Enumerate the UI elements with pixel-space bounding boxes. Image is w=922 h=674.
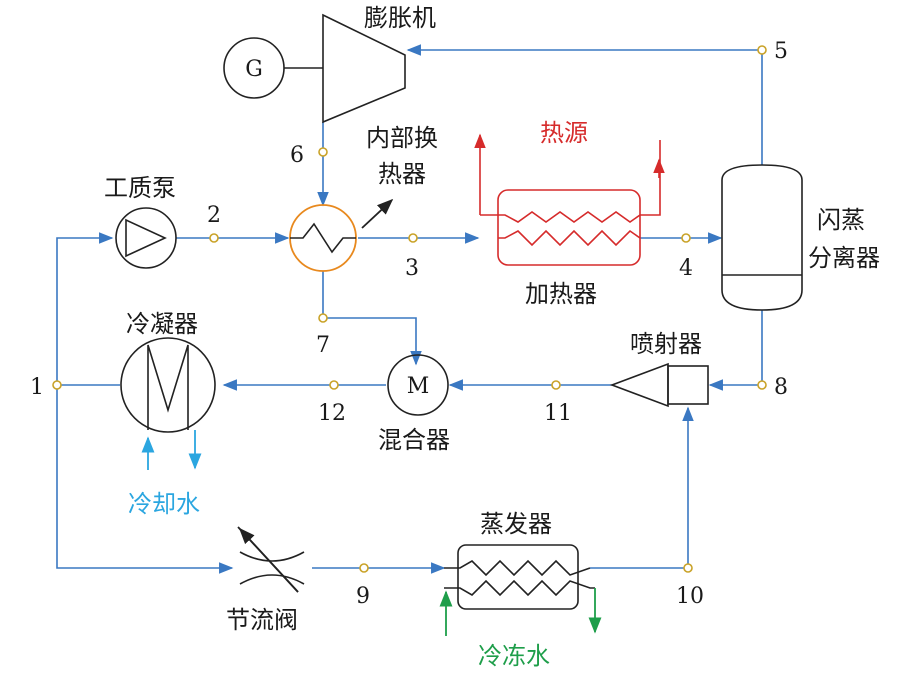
state-label-2: 2 (207, 203, 221, 228)
node-1 (52, 380, 62, 390)
throttle-label: 节流阀 (226, 606, 298, 634)
expander-icon (322, 13, 406, 124)
heater-icon (474, 133, 665, 266)
pipe-10-to-ejector (590, 406, 694, 569)
generator-icon: G (223, 37, 323, 99)
state-label-12: 12 (318, 401, 346, 426)
pipe-5-to-expander (406, 44, 763, 165)
mixer-label: 混合器 (378, 426, 450, 454)
ihx-label-line1: 内部换 (366, 124, 438, 152)
state-label-5: 5 (774, 39, 788, 64)
node-9 (359, 563, 369, 573)
node-7 (318, 313, 328, 323)
pump-label: 工质泵 (104, 174, 176, 202)
pipe-8-to-ejector (708, 310, 763, 391)
state-label-11: 11 (544, 401, 572, 426)
throttle-valve-icon (237, 526, 305, 593)
generator-symbol: G (245, 57, 263, 82)
pump-icon (115, 207, 177, 269)
flash-label-line2: 分离器 (808, 244, 880, 272)
flash-separator-icon (721, 164, 803, 311)
pipe-1-to-pump (56, 232, 114, 385)
ihx-label-line2: 热器 (378, 160, 426, 188)
state-label-8: 8 (774, 375, 788, 400)
evaporator-icon (439, 544, 602, 636)
cooling-water-label: 冷却水 (128, 490, 200, 518)
heat-source-label: 热源 (540, 119, 588, 147)
node-3 (408, 233, 418, 243)
node-12 (329, 380, 339, 390)
condenser-label: 冷凝器 (126, 310, 198, 338)
node-11 (551, 380, 561, 390)
internal-heat-exchanger-icon (289, 198, 394, 272)
state-label-1: 1 (30, 375, 44, 400)
node-5 (757, 45, 767, 55)
node-6 (318, 147, 328, 157)
state-label-7: 7 (316, 333, 330, 358)
heater-label: 加热器 (525, 280, 597, 308)
chilled-water-label: 冷冻水 (478, 642, 550, 670)
mixer-icon: M (387, 354, 449, 416)
evaporator-label: 蒸发器 (480, 510, 552, 538)
state-label-4: 4 (679, 256, 693, 281)
state-label-3: 3 (405, 256, 419, 281)
state-label-10: 10 (676, 584, 704, 609)
node-2 (209, 233, 219, 243)
expander-label: 膨胀机 (364, 4, 436, 32)
mixer-symbol: M (407, 374, 430, 399)
node-4 (681, 233, 691, 243)
ejector-label: 喷射器 (630, 330, 702, 358)
ejector-icon (609, 362, 709, 408)
condenser-icon (120, 337, 216, 470)
pipe-1-to-throttle (56, 385, 234, 574)
state-label-6: 6 (290, 143, 304, 168)
flash-label-line1: 闪蒸 (817, 206, 865, 234)
state-label-9: 9 (356, 584, 370, 609)
node-10 (683, 563, 693, 573)
pipe-7-to-mixer (322, 271, 422, 366)
state-point-nodes (52, 45, 767, 573)
node-8 (757, 380, 767, 390)
